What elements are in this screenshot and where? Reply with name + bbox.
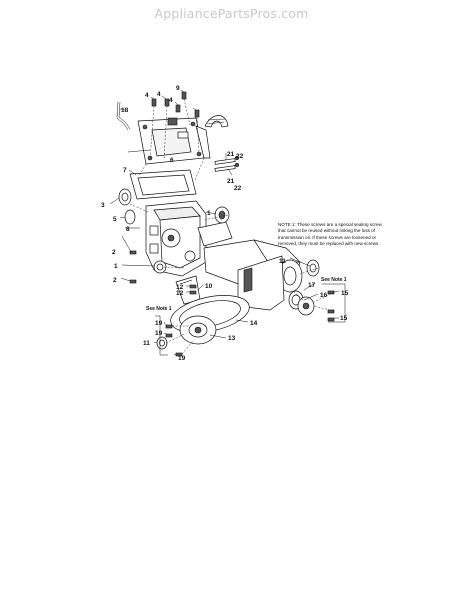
callout-18: 18 [121,107,129,114]
callout-22: 22 [236,153,244,160]
callout-16: 16 [320,292,328,299]
callout-4: 4 [145,92,149,99]
callout-1: 1 [114,263,118,270]
callout-21: 21 [227,178,235,185]
see-note-label: See Note 1 [321,277,347,283]
callout-8: 8 [126,226,130,233]
callout-7: 7 [123,167,127,174]
seals [118,188,320,350]
callout-13: 13 [228,335,236,342]
callout-19: 19 [155,330,163,337]
callout-labels: 18 4 4 9 4 6 7 3 5 1 8 2 1 2 12 12 10 21… [101,85,349,362]
callout-14: 14 [250,320,258,327]
see-note-label: See Note 1 [146,306,172,312]
callout-4: 4 [157,91,161,98]
callout-2: 2 [113,277,117,284]
callout-21: 21 [227,151,235,158]
callout-5: 5 [113,216,117,223]
callout-4: 4 [169,97,173,104]
callout-17: 17 [308,282,316,289]
callout-22: 22 [234,185,242,192]
leader-lines [109,89,346,356]
vent-tube [204,115,229,128]
cover-plate [137,117,211,165]
callout-15: 15 [341,290,349,297]
callout-15: 15 [340,315,348,322]
callout-6: 6 [170,157,174,164]
cable [116,101,131,131]
callout-19: 19 [155,320,163,327]
callout-12: 12 [176,284,184,291]
callout-2: 2 [112,249,116,256]
transmission-housing [145,200,233,277]
callout-10: 10 [205,283,213,290]
callout-3: 3 [101,202,105,209]
watermark: AppliancePartsPros.com [154,6,309,21]
pins [214,155,240,172]
callout-11: 11 [143,340,150,347]
callout-12: 12 [176,290,184,297]
sealing-screw-note: NOTE 1: These screws are a special seali… [278,222,382,247]
callout-9: 9 [176,85,180,92]
callout-11: 11 [279,258,286,265]
side-cover [170,295,250,345]
assembly-lines [129,98,335,355]
callout-1: 1 [207,210,211,217]
gasket [129,169,197,200]
callout-19: 19 [178,355,186,362]
axle-tube [203,239,303,311]
